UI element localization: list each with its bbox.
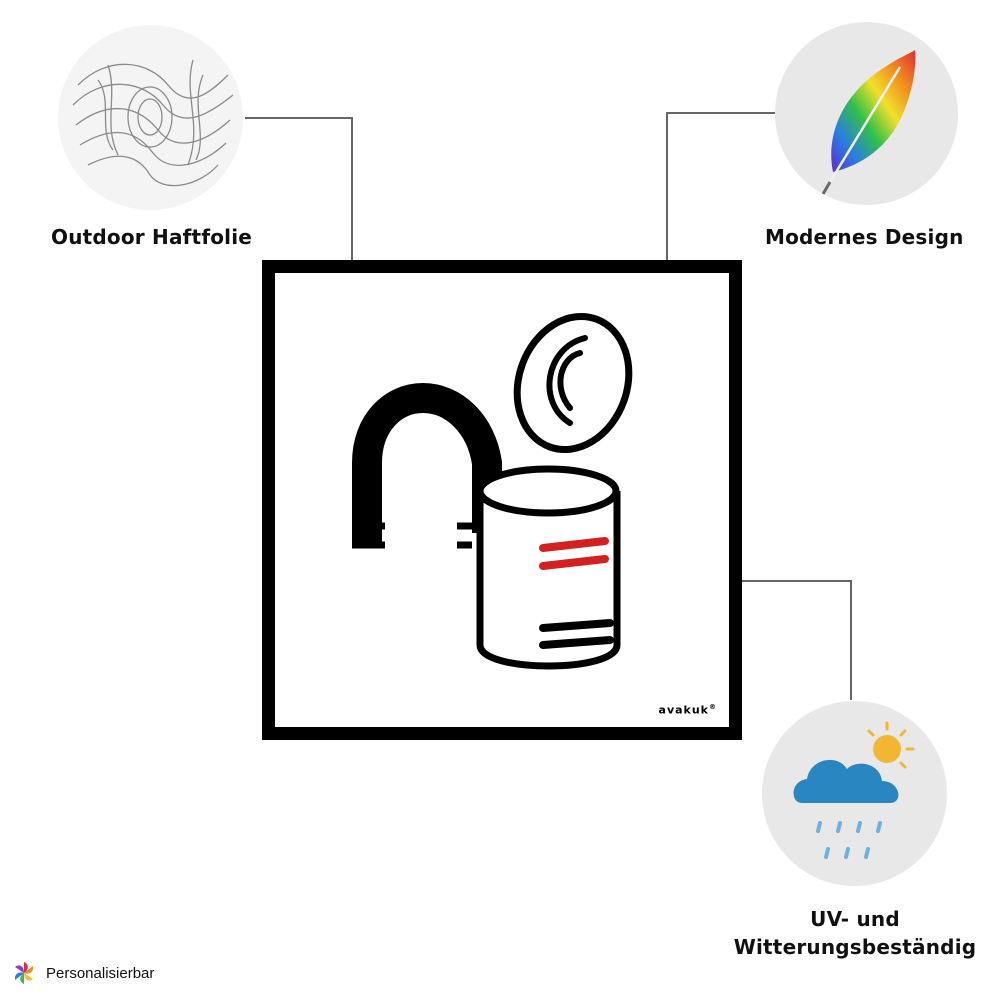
connector-witterung — [701, 580, 852, 700]
magnet-icon — [352, 382, 502, 543]
pinwheel-logo-icon — [14, 962, 34, 984]
label-witterungsbestaendig: UV- und Witterungsbeständig — [730, 905, 980, 961]
magnet-pole-lines — [352, 522, 472, 549]
footer-label: Personalisierbar — [46, 964, 155, 982]
label-witterung-line2: Witterungsbeständig — [733, 935, 977, 959]
sun-icon — [867, 721, 915, 769]
tin-can-icon — [476, 465, 621, 670]
brand-logo: avakuk® — [659, 703, 717, 717]
can-lid-icon — [513, 312, 633, 454]
footer-personalisierbar: Personalisierbar — [12, 961, 154, 985]
fingerprint-pattern-icon — [58, 25, 243, 210]
can-red-stripes — [539, 537, 609, 570]
brand-text: avakuk — [658, 704, 709, 717]
label-outdoor-haftfolie: Outdoor Haftfolie — [51, 225, 253, 249]
sign-product: avakuk® — [262, 260, 742, 740]
cloud-sun-rain-icon — [762, 701, 947, 886]
brand-registered-mark: ® — [709, 703, 717, 712]
label-modernes-design: Modernes Design — [765, 225, 964, 249]
rainbow-feather-icon — [775, 22, 958, 205]
magnet-and-tin-can-icon — [352, 312, 633, 670]
label-witterung-line1: UV- und — [810, 907, 900, 931]
can-black-stripes — [539, 619, 614, 649]
connector-outdoor-haftfolie — [245, 117, 353, 283]
